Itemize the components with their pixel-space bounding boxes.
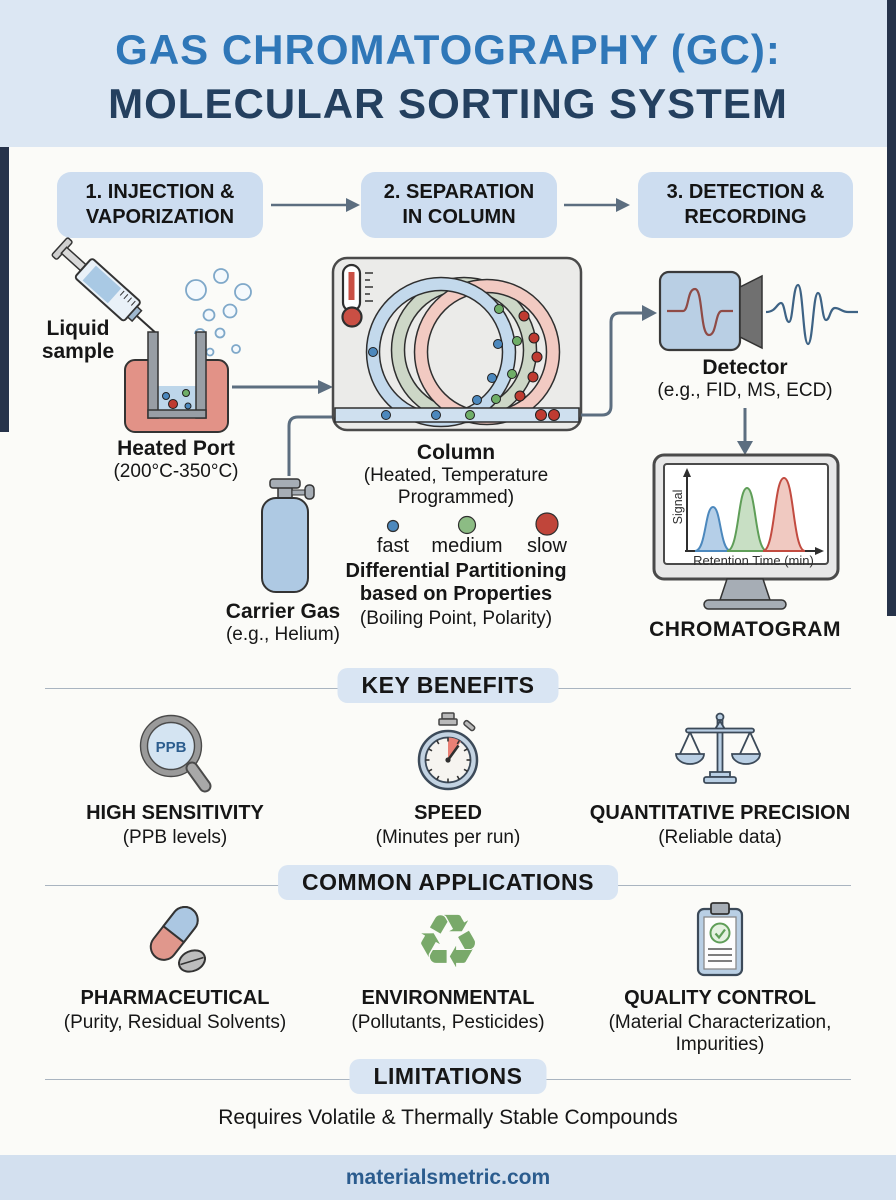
benefit-title: SPEED — [414, 802, 482, 824]
partitioning-line2: based on Properties — [359, 583, 553, 605]
edge-artifact-right — [887, 0, 896, 616]
magnifier-ppb-icon: PPB — [139, 714, 212, 793]
column-sub: (Heated, Temperature Programmed) — [356, 465, 556, 509]
edge-artifact-left — [0, 0, 9, 432]
application-title: PHARMACEUTICAL — [80, 987, 270, 1009]
partitioning-line1: Differential Partitioning — [345, 560, 567, 582]
column-oven-icon — [331, 256, 583, 432]
benefits-heading: KEY BENEFITS — [337, 668, 559, 703]
clipboard-check-icon — [696, 902, 744, 977]
legend-fast-label: fast — [376, 535, 410, 557]
step-box-injection: 1. INJECTION & VAPORIZATION — [57, 172, 263, 238]
step3-label-line1: 3. DETECTION & — [666, 181, 825, 203]
step2-label-line1: 2. SEPARATION — [383, 181, 535, 203]
benefit-sub: (PPB levels) — [122, 827, 228, 848]
partitioning-label: Differential Partitioning based on Prope… — [326, 560, 586, 606]
step-box-detection: 3. DETECTION & RECORDING — [638, 172, 853, 238]
legend-dots — [386, 512, 559, 536]
droplet-icon — [173, 340, 183, 361]
application-pharmaceutical: PHARMACEUTICAL (Purity, Residual Solvent… — [50, 899, 300, 1034]
chromatogram-label: CHROMATOGRAM — [649, 618, 841, 641]
footer-site-link[interactable]: materialsmetric.com — [345, 1165, 551, 1189]
molecule-dots — [368, 304, 560, 421]
benefit-quantitative-precision: QUANTITATIVE PRECISION (Reliable data) — [578, 706, 862, 849]
application-quality-control: QUALITY CONTROL (Material Characterizati… — [585, 899, 855, 1056]
column-label: Column — [416, 441, 496, 464]
limitations-heading: LIMITATIONS — [349, 1059, 547, 1094]
column-sub-line2: Programmed) — [397, 487, 515, 508]
legend-medium-label: medium — [431, 535, 503, 557]
ppb-badge: PPB — [156, 739, 187, 756]
column-coils — [365, 276, 561, 428]
footer-band: materialsmetric.com — [0, 1155, 896, 1200]
application-title: ENVIRONMENTAL — [361, 987, 535, 1009]
header-band: GAS CHROMATOGRAPHY (GC): MOLECULAR SORTI… — [0, 0, 896, 147]
liquid-sample-label: Liquid sample — [41, 317, 115, 363]
signal-axis-label: Signal — [671, 489, 685, 525]
pill-capsule-icon — [149, 906, 206, 973]
applications-heading: COMMON APPLICATIONS — [278, 865, 618, 900]
signal-waveform — [765, 283, 858, 346]
benefit-sub: (Minutes per run) — [375, 827, 521, 848]
step3-label-line2: RECORDING — [684, 206, 807, 228]
gas-cylinder-icon — [261, 478, 315, 593]
page-title-line2: MOLECULAR SORTING SYSTEM — [108, 80, 788, 127]
balance-scale-icon — [675, 712, 761, 784]
application-title: QUALITY CONTROL — [624, 987, 816, 1009]
benefit-title: HIGH SENSITIVITY — [86, 802, 264, 824]
benefit-speed: SPEED (Minutes per run) — [323, 706, 573, 849]
stopwatch-icon — [417, 712, 479, 791]
limitations-text: Requires Volatile & Thermally Stable Com… — [218, 1106, 678, 1129]
recycle-icon: ♻ — [414, 900, 482, 983]
benefit-sub: (Reliable data) — [658, 827, 782, 848]
application-sub: (Purity, Residual Solvents) — [63, 1012, 287, 1033]
application-environmental: ♻ ENVIRONMENTAL (Pollutants, Pesticides) — [323, 899, 573, 1034]
vapor-bubbles-icon — [185, 268, 252, 357]
partitioning-sub: (Boiling Point, Polarity) — [359, 608, 553, 629]
port-to-column-arrow-icon — [232, 380, 333, 394]
heated-port-icon — [124, 331, 229, 433]
application-sub: (Pollutants, Pesticides) — [351, 1012, 545, 1033]
carrier-gas-sub: (e.g., Helium) — [225, 624, 341, 645]
step1-label-line2: VAPORIZATION — [85, 206, 235, 228]
benefit-title: QUANTITATIVE PRECISION — [589, 802, 851, 824]
carrier-gas-label: Carrier Gas — [225, 600, 341, 623]
step1-label-line1: 1. INJECTION & — [85, 181, 235, 203]
benefit-high-sensitivity: PPB HIGH SENSITIVITY (PPB levels) — [50, 706, 300, 849]
application-sub: (Material Characterization, Impurities) — [608, 1012, 832, 1055]
thermometer-icon — [341, 263, 373, 328]
detector-icon — [658, 270, 858, 352]
heated-port-label: Heated Port — [117, 437, 235, 460]
detector-sub: (e.g., FID, MS, ECD) — [657, 380, 833, 401]
step-box-separation: 2. SEPARATION IN COLUMN — [361, 172, 557, 238]
step2-label-line2: IN COLUMN — [402, 206, 516, 228]
carrier-gas-pipe — [287, 415, 333, 476]
page-title-line1: GAS CHROMATOGRAPHY (GC): — [115, 26, 781, 73]
retention-time-axis-label: Retention Time (min) — [693, 553, 814, 568]
detector-label: Detector — [702, 356, 788, 379]
detector-to-monitor-arrow-icon — [737, 408, 753, 455]
legend-slow-label: slow — [526, 535, 567, 557]
column-sub-line1: (Heated, Temperature — [363, 465, 549, 486]
heated-port-range: (200°C-350°C) — [113, 461, 239, 482]
